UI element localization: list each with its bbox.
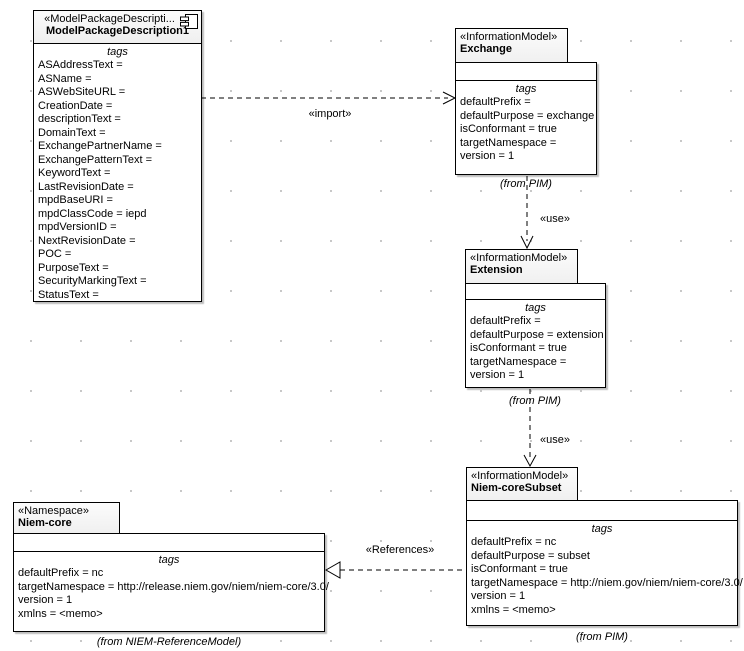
element-name: Exchange bbox=[460, 43, 512, 55]
tag-line: defaultPrefix = bbox=[470, 315, 541, 327]
component-icon bbox=[180, 14, 198, 33]
origin-label: (from PIM) bbox=[509, 395, 561, 407]
tags-title: tags bbox=[107, 46, 128, 58]
connector-import[interactable] bbox=[201, 91, 457, 105]
tag-line: NextRevisionDate = bbox=[38, 234, 136, 247]
element-name: Extension bbox=[470, 264, 523, 276]
connector-label-import[interactable]: «import» bbox=[308, 108, 352, 120]
tag-line: defaultPurpose = exchange bbox=[460, 109, 595, 122]
attributes-compartment bbox=[14, 534, 324, 552]
tag-line: ASName = bbox=[38, 72, 92, 85]
tag-line: targetNamespace = bbox=[470, 355, 567, 368]
package-tab: «InformationModel» Exchange bbox=[455, 28, 568, 63]
tag-line: defaultPrefix = nc bbox=[18, 567, 104, 579]
connector-label-references[interactable]: «References» bbox=[365, 544, 435, 556]
tag-line: POC = bbox=[38, 248, 72, 260]
connector-use-exchange-extension[interactable] bbox=[520, 176, 534, 250]
tag-line: mpdVersionID = bbox=[38, 221, 117, 233]
connector-label-use-2[interactable]: «use» bbox=[540, 434, 570, 446]
tag-line: ASAddressText = bbox=[38, 59, 123, 71]
package-tab: «InformationModel» Niem-coreSubset bbox=[466, 467, 578, 501]
tag-line: version = 1 bbox=[460, 150, 515, 162]
origin-label: (from PIM) bbox=[500, 178, 552, 190]
tag-line: StatusText = bbox=[38, 288, 99, 301]
tag-line: PurposeText = bbox=[38, 261, 109, 274]
tags-title: tags bbox=[525, 302, 546, 314]
tag-line: targetNamespace = http://release.niem.go… bbox=[18, 580, 329, 593]
tag-line: version = 1 bbox=[18, 594, 73, 606]
tags-compartment: tags defaultPrefix =defaultPurpose = ext… bbox=[466, 300, 605, 383]
tag-line: descriptionText = bbox=[38, 113, 121, 125]
connector-references[interactable] bbox=[324, 561, 466, 579]
tag-line: isConformant = true bbox=[471, 563, 568, 575]
tags-compartment: tags defaultPrefix =defaultPurpose = exc… bbox=[456, 81, 596, 164]
tag-line: defaultPrefix = bbox=[460, 96, 531, 108]
origin-label: (from PIM) bbox=[576, 631, 628, 643]
tag-line: isConformant = true bbox=[470, 342, 567, 354]
tag-line: defaultPurpose = extension bbox=[470, 328, 604, 341]
element-modelpackagedescription1[interactable]: «ModelPackageDescripti... ModelPackageDe… bbox=[33, 10, 202, 302]
tag-line: DomainText = bbox=[38, 126, 106, 139]
tag-line: xmlns = <memo> bbox=[18, 607, 103, 620]
tag-line: ExchangePatternText = bbox=[38, 153, 153, 166]
tag-line: version = 1 bbox=[471, 590, 526, 602]
attributes-compartment bbox=[466, 284, 605, 300]
tags-compartment: tags ASAddressText =ASName =ASWebSiteURL… bbox=[34, 44, 201, 302]
tag-line: version = 1 bbox=[470, 369, 525, 381]
tags-title: tags bbox=[158, 554, 180, 566]
attributes-compartment bbox=[467, 501, 737, 521]
tag-line: defaultPurpose = subset bbox=[471, 549, 590, 562]
connector-use-extension-subset[interactable] bbox=[523, 389, 537, 468]
tag-line: isConformant = true bbox=[460, 123, 557, 135]
tags-title: tags bbox=[515, 83, 537, 95]
tag-line: defaultPrefix = nc bbox=[471, 536, 557, 548]
tag-line: LastRevisionDate = bbox=[38, 180, 134, 193]
tags-title: tags bbox=[591, 523, 613, 535]
tag-line: targetNamespace = http://niem.gov/niem/n… bbox=[471, 576, 743, 589]
tag-line: CreationDate = bbox=[38, 99, 113, 112]
stereotype-label: «InformationModel» bbox=[471, 470, 569, 482]
stereotype-label: «InformationModel» bbox=[460, 31, 558, 43]
element-header: «ModelPackageDescripti... ModelPackageDe… bbox=[34, 11, 201, 44]
tag-line: xmlns = <memo> bbox=[471, 603, 556, 616]
package-body: tags defaultPrefix =defaultPurpose = ext… bbox=[465, 283, 606, 388]
tag-line: mpdClassCode = iepd bbox=[38, 207, 147, 220]
connector-label-use-1[interactable]: «use» bbox=[540, 213, 570, 225]
tag-line: ASWebSiteURL = bbox=[38, 86, 126, 98]
origin-label: (from NIEM-ReferenceModel) bbox=[96, 636, 242, 648]
element-name: Niem-coreSubset bbox=[471, 482, 562, 494]
stereotype-label: «Namespace» bbox=[18, 505, 89, 517]
tag-line: mpdBaseURI = bbox=[38, 194, 113, 206]
attributes-compartment bbox=[456, 63, 596, 81]
package-tab: «Namespace» Niem-core bbox=[13, 502, 120, 534]
tag-line: KeywordText = bbox=[38, 167, 111, 179]
element-name: Niem-core bbox=[18, 517, 72, 529]
tag-line: SecurityMarkingText = bbox=[38, 275, 147, 287]
tag-line: ExchangePartnerName = bbox=[38, 140, 162, 152]
package-body: tags defaultPrefix =defaultPurpose = exc… bbox=[455, 62, 597, 175]
element-name: ModelPackageDescription1 bbox=[45, 25, 190, 37]
stereotype-label: «ModelPackageDescripti... bbox=[44, 13, 175, 25]
tag-line: targetNamespace = bbox=[460, 136, 557, 149]
stereotype-label: «InformationModel» bbox=[470, 252, 568, 264]
